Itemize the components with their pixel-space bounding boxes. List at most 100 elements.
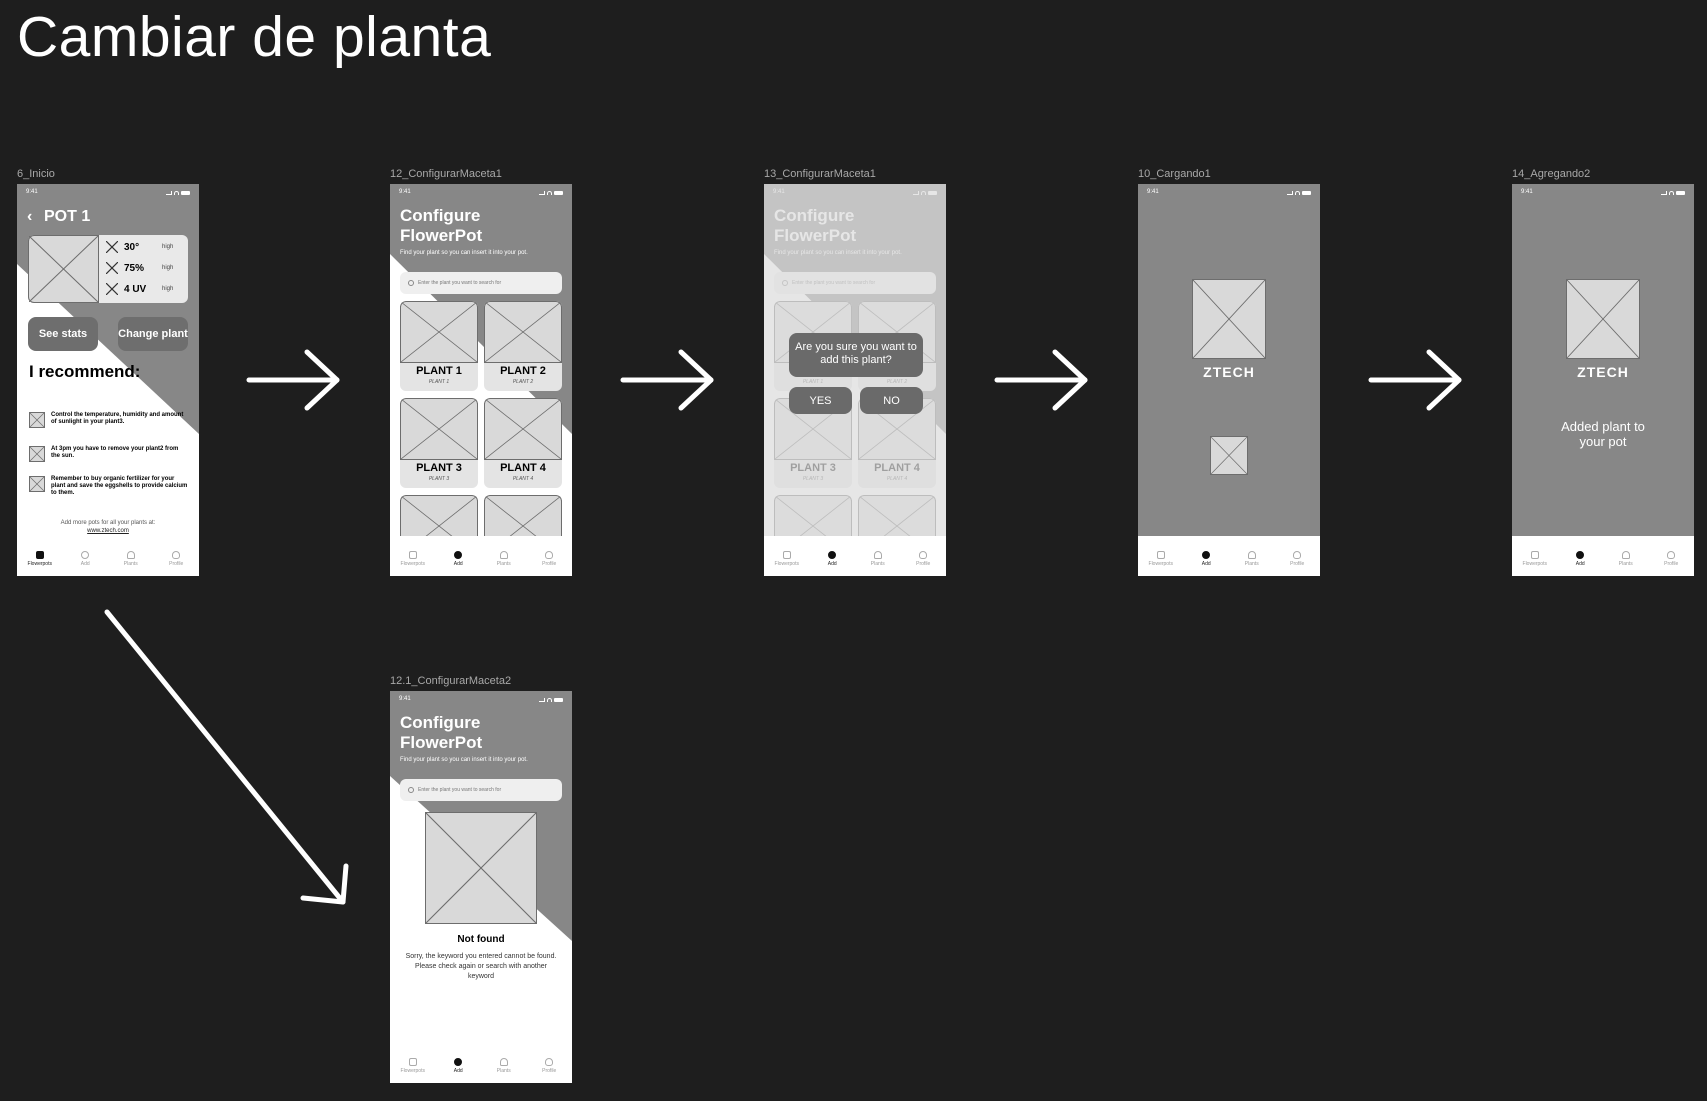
search-icon bbox=[408, 787, 414, 793]
heart-icon bbox=[499, 1058, 508, 1066]
wifi-icon bbox=[1669, 191, 1674, 195]
plant-image-placeholder bbox=[400, 301, 478, 363]
background bbox=[1138, 184, 1320, 576]
tab-profile[interactable]: Profile bbox=[1651, 551, 1691, 567]
person-icon bbox=[545, 1058, 554, 1066]
page-title: Cambiar de planta bbox=[17, 5, 492, 69]
see-stats-button[interactable]: See stats bbox=[28, 317, 98, 351]
flowerpot-icon bbox=[408, 1058, 417, 1066]
battery-icon bbox=[554, 191, 563, 195]
flowerpot-icon bbox=[1156, 551, 1165, 559]
add-more-text: Add more pots for all your plants at: ww… bbox=[17, 520, 199, 534]
tab-flowerpots[interactable]: Flowerpots bbox=[767, 551, 807, 567]
tab-flowerpots[interactable]: Flowerpots bbox=[20, 551, 60, 567]
back-chevron-icon[interactable]: ‹ bbox=[27, 208, 33, 225]
configure-subtitle: Find your plant so you can insert it int… bbox=[400, 757, 528, 763]
tab-bar: Flowerpots Add Plants Profile bbox=[764, 536, 946, 576]
tab-profile[interactable]: Profile bbox=[903, 551, 943, 567]
person-icon bbox=[1667, 551, 1676, 559]
search-icon bbox=[408, 280, 414, 286]
confirm-dialog: Are you sure you want to add this plant? bbox=[789, 333, 923, 377]
uv-icon bbox=[105, 282, 119, 296]
stat-humidity: 75%high bbox=[105, 261, 173, 275]
ztech-link[interactable]: www.ztech.com bbox=[87, 528, 129, 534]
tab-flowerpots[interactable]: Flowerpots bbox=[1515, 551, 1555, 567]
tab-plants[interactable]: Plants bbox=[1232, 551, 1272, 567]
flow-arrow-diagonal-icon bbox=[104, 609, 349, 905]
tab-bar: Flowerpots Add Plants Profile bbox=[1512, 536, 1694, 576]
search-input[interactable]: Enter the plant you want to search for bbox=[400, 779, 562, 801]
tab-add[interactable]: Add bbox=[1186, 551, 1226, 567]
tab-add[interactable]: Add bbox=[812, 551, 852, 567]
wifi-icon bbox=[1295, 191, 1300, 195]
tab-flowerpots[interactable]: Flowerpots bbox=[1141, 551, 1181, 567]
tab-plants[interactable]: Plants bbox=[111, 551, 151, 567]
tab-profile[interactable]: Profile bbox=[1277, 551, 1317, 567]
plant-image-placeholder bbox=[484, 301, 562, 363]
person-icon bbox=[1293, 551, 1302, 559]
phone-loading: 9:41 ZTECH Flowerpots Add Plants Profile bbox=[1138, 184, 1320, 576]
tab-add[interactable]: Add bbox=[65, 551, 105, 567]
tip-icon bbox=[29, 412, 45, 428]
battery-icon bbox=[181, 191, 190, 195]
tab-plants[interactable]: Plants bbox=[484, 551, 524, 567]
not-found-message: Sorry, the keyword you entered cannot be… bbox=[405, 953, 557, 980]
status-bar: 9:41 bbox=[390, 691, 572, 709]
tab-flowerpots[interactable]: Flowerpots bbox=[393, 1058, 433, 1074]
tab-plants[interactable]: Plants bbox=[858, 551, 898, 567]
tab-profile[interactable]: Profile bbox=[156, 551, 196, 567]
search-input[interactable]: Enter the plant you want to search for bbox=[400, 272, 562, 294]
flow-arrow-right-icon bbox=[620, 349, 714, 411]
tab-plants[interactable]: Plants bbox=[484, 1058, 524, 1074]
tab-bar: Flowerpots Add Plants Profile bbox=[390, 1043, 572, 1083]
battery-icon bbox=[1302, 191, 1311, 195]
tab-add[interactable]: Add bbox=[438, 551, 478, 567]
tab-flowerpots[interactable]: Flowerpots bbox=[393, 551, 433, 567]
status-bar: 9:41 bbox=[390, 184, 572, 202]
tip-icon bbox=[29, 446, 45, 462]
tab-add[interactable]: Add bbox=[1560, 551, 1600, 567]
person-icon bbox=[545, 551, 554, 559]
add-icon bbox=[81, 551, 90, 559]
frame-label-loading: 10_Cargando1 bbox=[1138, 168, 1211, 180]
not-found-image-placeholder bbox=[425, 812, 537, 924]
frame-label-inicio: 6_Inicio bbox=[17, 168, 55, 180]
add-icon bbox=[454, 551, 463, 559]
tab-add[interactable]: Add bbox=[438, 1058, 478, 1074]
person-icon bbox=[172, 551, 181, 559]
battery-icon bbox=[1676, 191, 1685, 195]
wifi-icon bbox=[547, 191, 552, 195]
status-bar: 9:41 bbox=[17, 184, 199, 202]
status-time: 9:41 bbox=[26, 189, 38, 195]
change-plant-button[interactable]: Change plant bbox=[118, 317, 188, 351]
yes-button[interactable]: YES bbox=[789, 387, 852, 414]
flow-arrow-right-icon bbox=[1368, 349, 1462, 411]
status-time: 9:41 bbox=[399, 696, 411, 702]
heart-icon bbox=[499, 551, 508, 559]
wifi-icon bbox=[174, 191, 179, 195]
tab-profile[interactable]: Profile bbox=[529, 551, 569, 567]
tip-icon bbox=[29, 476, 45, 492]
tab-plants[interactable]: Plants bbox=[1606, 551, 1646, 567]
phone-added: 9:41 ZTECH Added plant to your pot Flowe… bbox=[1512, 184, 1694, 576]
tip-item: At 3pm you have to remove your plant2 fr… bbox=[29, 446, 189, 462]
tab-profile[interactable]: Profile bbox=[529, 1058, 569, 1074]
logo-image-placeholder bbox=[1192, 279, 1266, 359]
configure-subtitle: Find your plant so you can insert it int… bbox=[400, 250, 528, 256]
frame-label-config1: 12_ConfigurarMaceta1 bbox=[390, 168, 502, 180]
flowerpot-icon bbox=[35, 551, 44, 559]
flowerpot-icon bbox=[1530, 551, 1539, 559]
ztech-logo-text: ZTECH bbox=[1577, 364, 1629, 380]
no-button[interactable]: NO bbox=[860, 387, 923, 414]
stat-temperature: 30°high bbox=[105, 240, 173, 254]
tip-item: Control the temperature, humidity and am… bbox=[29, 412, 189, 428]
